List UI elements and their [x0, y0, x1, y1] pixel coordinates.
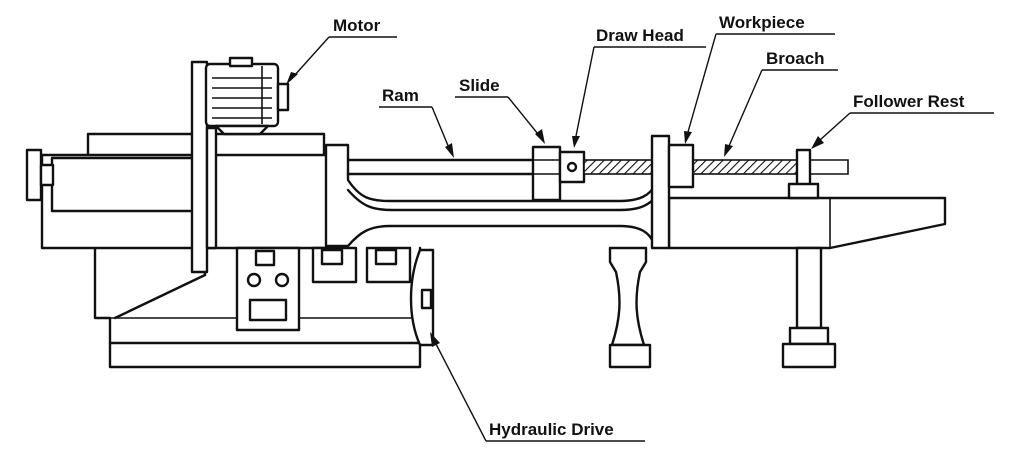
motor	[204, 56, 290, 136]
broach	[583, 159, 849, 175]
workpiece	[667, 143, 695, 189]
label-draw-head: Draw Head	[596, 26, 684, 45]
label-follower-rest: Follower Rest	[853, 92, 965, 111]
label-motor: Motor	[333, 16, 381, 35]
support-leg-right	[781, 246, 837, 369]
label-hydraulic-drive: Hydraulic Drive	[489, 420, 614, 439]
label-slide: Slide	[459, 76, 500, 95]
follower-rest	[787, 148, 820, 200]
control-panel	[235, 246, 301, 332]
label-broach: Broach	[766, 49, 825, 68]
slide	[531, 145, 562, 202]
hydraulic-drive	[409, 248, 435, 347]
column	[190, 60, 218, 274]
draw-head	[558, 150, 586, 184]
machine-base	[93, 246, 422, 369]
valve-boxes	[311, 246, 412, 284]
label-workpiece: Workpiece	[719, 13, 805, 32]
label-ram: Ram	[382, 86, 419, 105]
ram-rod	[346, 158, 537, 176]
fixture-plate	[650, 134, 671, 250]
support-leg-center	[608, 246, 652, 369]
right-bed	[667, 196, 947, 250]
leader-lines	[286, 33, 994, 442]
